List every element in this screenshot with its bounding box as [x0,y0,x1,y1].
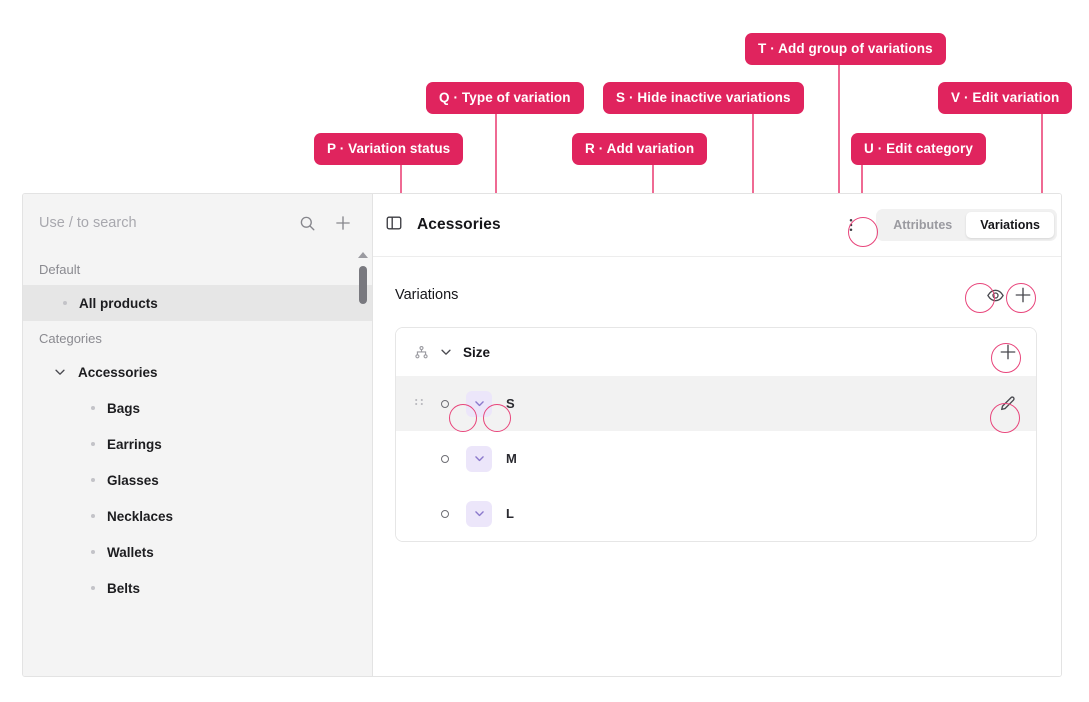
variation-status-icon[interactable] [436,450,454,468]
variation-label: S [506,396,515,411]
sidebar-item-label: All products [79,295,158,311]
add-variation-plus-icon[interactable] [994,338,1022,366]
chevron-down-icon[interactable] [439,345,453,359]
hierarchy-icon [414,345,429,360]
chevron-down-icon [53,365,67,379]
variation-row-s[interactable]: S [396,376,1036,431]
sidebar-item-label: Earrings [107,436,162,452]
variation-group-row[interactable]: Size [396,328,1036,376]
sidebar-item-bags[interactable]: Bags [23,390,372,426]
variation-group-name: Size [463,344,491,360]
callout-v: V · Edit variation [938,82,1073,114]
sidebar-item-label: Bags [107,400,141,416]
sidebar-item-label: Wallets [107,544,154,560]
sidebar-group-label-default: Default [39,262,81,277]
search-input[interactable]: Use / to search [39,215,137,231]
variation-status-icon[interactable] [436,395,454,413]
more-vertical-icon[interactable] [836,210,866,240]
sidebar-search-row: Use / to search [23,194,372,252]
callout-p: P · Variation status [314,133,464,165]
sidebar-item-glasses[interactable]: Glasses [23,462,372,498]
callout-u: U · Edit category [851,133,986,165]
plus-icon[interactable] [330,210,356,236]
sidebar: Use / to search Default All products [23,194,373,676]
variation-label: L [506,506,514,521]
status-circle-icon [441,454,449,463]
status-circle-icon [441,399,449,408]
sidebar-item-earrings[interactable]: Earrings [23,426,372,462]
variation-row-m[interactable]: M [396,431,1036,486]
sidebar-item-belts[interactable]: Belts [23,570,372,606]
app-window: Use / to search Default All products [22,193,1062,677]
variations-header: Variations [395,277,1037,313]
bullet-icon [91,514,95,518]
main-header: Acessories Attributes Variations [373,194,1061,257]
search-icon[interactable] [294,210,320,236]
variation-status-icon[interactable] [436,505,454,523]
sidebar-item-label: Necklaces [107,508,174,524]
sidebar-toggle-icon[interactable] [385,214,403,237]
bullet-icon [91,586,95,590]
sidebar-category-accessories[interactable]: Accessories [23,354,372,390]
sidebar-item-wallets[interactable]: Wallets [23,534,372,570]
scroll-up-arrow-icon[interactable] [358,252,368,258]
variation-type-icon[interactable] [466,500,492,527]
status-circle-icon [441,509,449,518]
variations-title: Variations [395,287,459,303]
sidebar-item-label: Belts [107,580,141,596]
tab-variations[interactable]: Variations [966,212,1054,238]
connector-t [838,65,840,278]
bullet-icon [91,550,95,554]
main-panel: Acessories Attributes Variations Variati… [373,194,1061,676]
sidebar-group-label-categories: Categories [39,331,102,346]
main-content: Variations [373,257,1061,542]
bullet-icon [91,442,95,446]
sidebar-category-label: Accessories [78,364,158,380]
bullet-icon [91,478,95,482]
variations-card: Size [395,327,1037,542]
tab-attributes[interactable]: Attributes [893,218,953,232]
pencil-icon[interactable] [994,390,1022,418]
sidebar-item-necklaces[interactable]: Necklaces [23,498,372,534]
drag-handle-icon[interactable] [414,397,426,411]
scrollbar-thumb[interactable] [359,266,367,304]
tab-group: Attributes Variations [876,209,1057,241]
callout-q: Q · Type of variation [426,82,584,114]
page-title: Acessories [417,216,501,233]
callout-r: R · Add variation [572,133,708,165]
callout-t: T · Add group of variations [745,33,946,65]
variation-label: M [506,451,517,466]
add-group-plus-icon[interactable] [1009,281,1037,309]
bullet-icon [63,301,67,305]
bullet-icon [91,406,95,410]
eye-icon[interactable] [981,281,1009,309]
sidebar-item-label: Glasses [107,472,159,488]
variation-row-l[interactable]: L [396,486,1036,541]
variation-type-icon[interactable] [466,390,492,417]
callout-s: S · Hide inactive variations [603,82,804,114]
sidebar-scrollbar[interactable] [357,252,369,676]
variation-type-icon[interactable] [466,445,492,472]
sidebar-item-all-products[interactable]: All products [23,285,372,321]
connector-u [861,165,863,220]
